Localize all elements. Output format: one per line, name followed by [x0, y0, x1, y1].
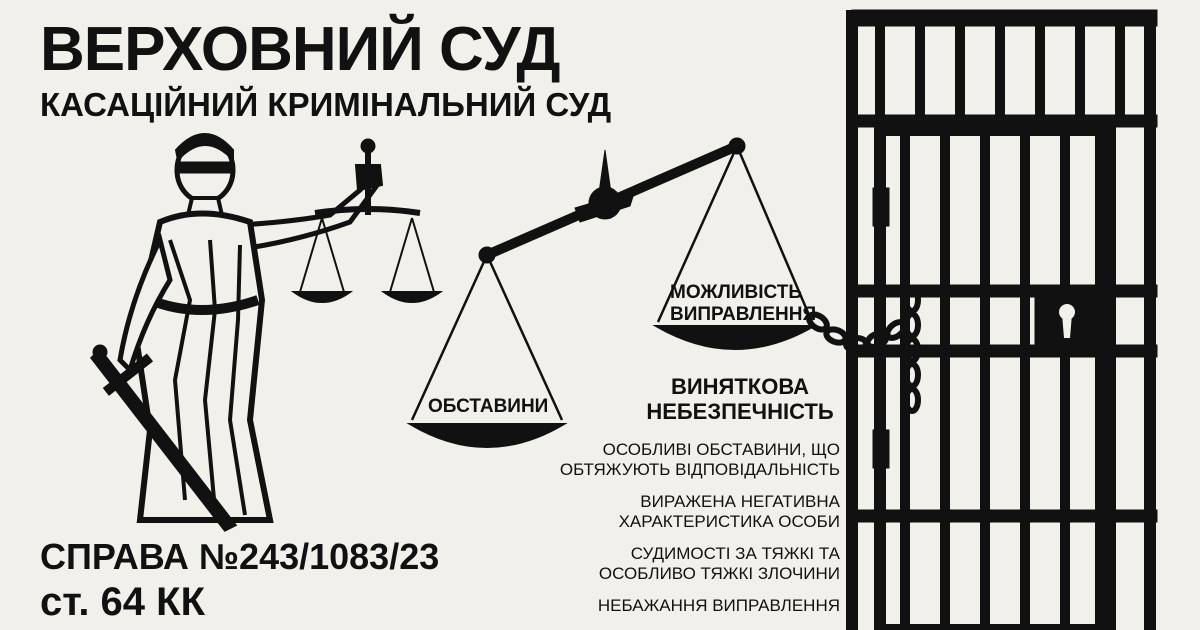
- list-item: ОСОБЛИВІ ОБСТАВИНИ, ЩО ОБТЯЖУЮТЬ ВІДПОВІ…: [540, 440, 840, 480]
- factor-line1: НЕБАЖАННЯ ВИПРАВЛЕННЯ: [597, 596, 840, 615]
- lady-justice-icon: [90, 133, 444, 532]
- right-pan-label: МОЖЛИВІСТЬ ВИПРАВЛЕННЯ: [670, 282, 817, 326]
- page-subtitle: КАСАЦІЙНИЙ КРИМІНАЛЬНИЙ СУД: [40, 86, 612, 123]
- balance-scale-icon: [406, 137, 818, 448]
- criminal-code-article: ст. 64 КК: [40, 580, 205, 624]
- list-item: СУДИМОСТІ ЗА ТЯЖКІ ТА ОСОБЛИВО ТЯЖКІ ЗЛО…: [540, 544, 840, 584]
- keyhole-icon: [1059, 304, 1075, 338]
- chain-icon: [806, 286, 921, 414]
- page-title: ВЕРХОВНИЙ СУД: [40, 15, 561, 84]
- factor-line1: ВИРАЖЕНА НЕГАТИВНА: [640, 492, 840, 511]
- factor-line2: ОБТЯЖУЮТЬ ВІДПОВІДАЛЬНІСТЬ: [559, 460, 840, 479]
- danger-line2: НЕБЕЗПЕЧНІСТЬ: [646, 399, 834, 424]
- case-number: СПРАВА №243/1083/23: [40, 536, 440, 577]
- list-item: НЕБАЖАННЯ ВИПРАВЛЕННЯ: [540, 596, 840, 616]
- right-pan-label-line1: МОЖЛИВІСТЬ: [670, 282, 803, 303]
- right-pan-label-line2: ВИПРАВЛЕННЯ: [670, 304, 817, 325]
- factor-line2: ОСОБЛИВО ТЯЖКІ ЗЛОЧИНИ: [598, 564, 840, 583]
- factor-line1: ОСОБЛИВІ ОБСТАВИНИ, ЩО: [602, 440, 840, 459]
- list-item: ВИРАЖЕНА НЕГАТИВНА ХАРАКТЕРИСТИКА ОСОБИ: [540, 492, 840, 532]
- factor-line1: СУДИМОСТІ ЗА ТЯЖКІ ТА: [630, 544, 840, 563]
- prison-door-icon: [846, 9, 1158, 630]
- exceptional-danger-heading: ВИНЯТКОВА НЕБЕЗПЕЧНІСТЬ: [620, 374, 860, 424]
- danger-line1: ВИНЯТКОВА: [670, 374, 810, 399]
- factor-line2: ХАРАКТЕРИСТИКА ОСОБИ: [618, 512, 840, 531]
- factor-list: ОСОБЛИВІ ОБСТАВИНИ, ЩО ОБТЯЖУЮТЬ ВІДПОВІ…: [540, 440, 840, 628]
- left-pan-label: ОБСТАВИНИ: [428, 396, 549, 417]
